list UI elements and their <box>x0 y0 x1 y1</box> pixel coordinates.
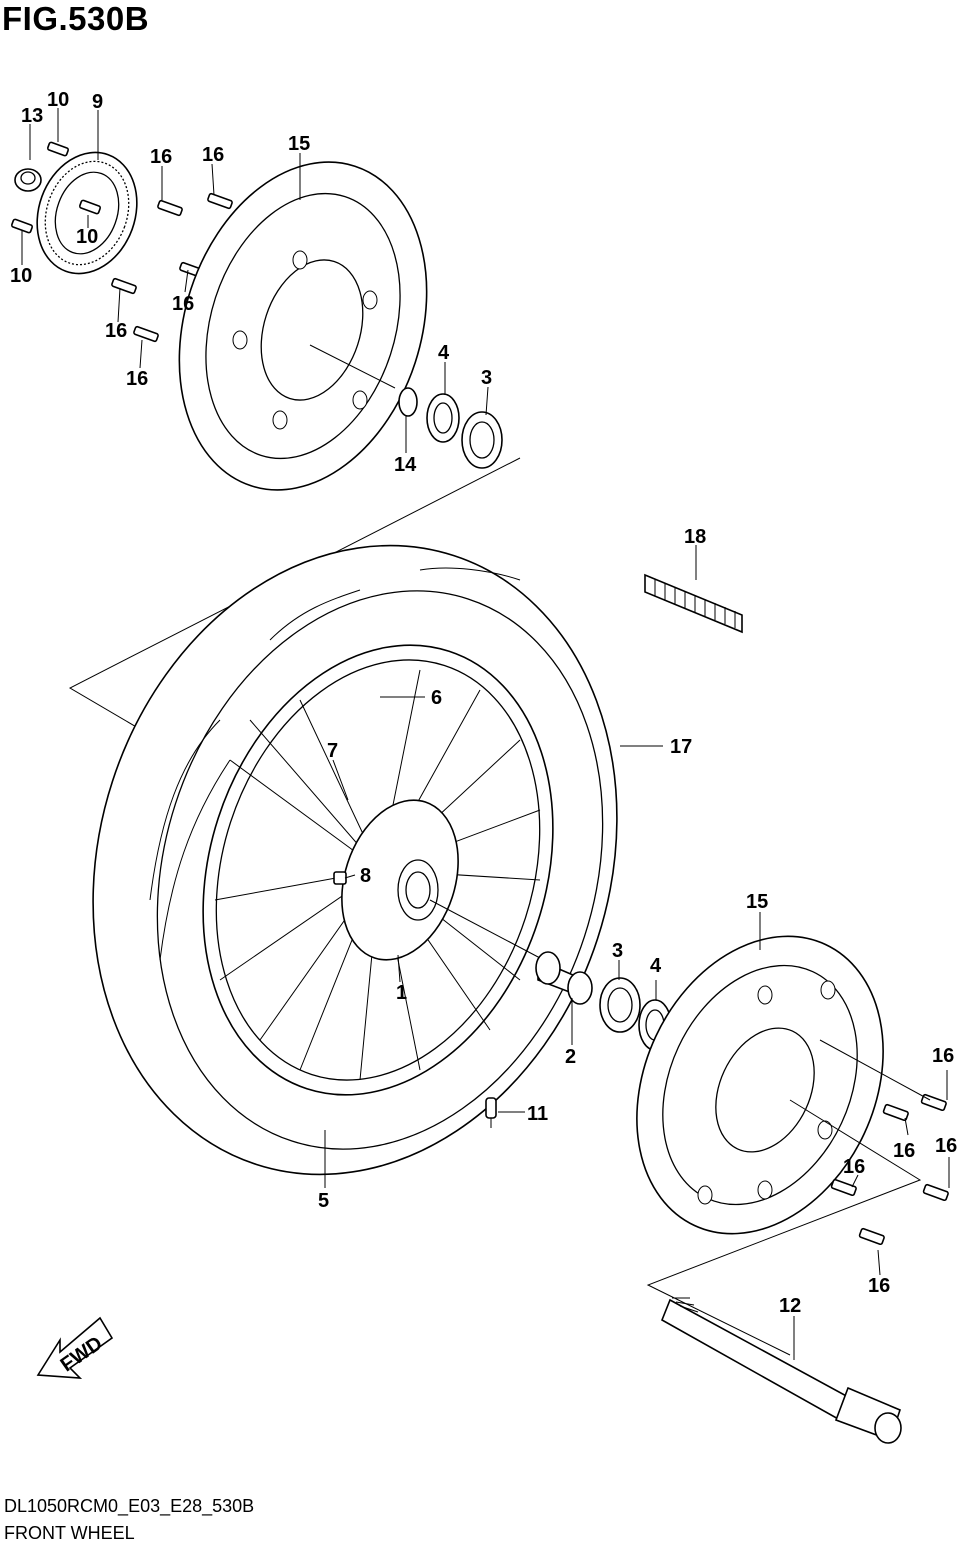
spacer <box>535 951 593 1005</box>
callout-16: 16 <box>893 1140 915 1162</box>
callout-10: 10 <box>10 265 32 287</box>
abs-sensor-ring <box>36 151 138 275</box>
callout-11: 11 <box>527 1103 548 1125</box>
forward-direction-arrow: FWD <box>36 1316 114 1379</box>
callout-7: 7 <box>327 740 338 762</box>
diagram-code: DL1050RCM0_E03_E28_530B <box>4 1496 255 1516</box>
nut <box>14 168 42 192</box>
callout-1: 1 <box>396 982 407 1004</box>
callout-16: 16 <box>172 293 194 315</box>
ring-bolts <box>10 141 102 234</box>
callout-4: 4 <box>438 342 450 364</box>
callout-9: 9 <box>92 91 103 113</box>
callout-3: 3 <box>612 940 623 962</box>
spokes <box>214 669 541 1081</box>
lower-brake-disc <box>636 935 884 1235</box>
valve <box>485 1097 497 1128</box>
callout-13: 13 <box>21 105 43 127</box>
callout-18: 18 <box>684 526 706 548</box>
callout-16: 16 <box>126 368 148 390</box>
callout-10: 10 <box>47 89 69 111</box>
wheel-hub <box>341 799 459 961</box>
callout-14: 14 <box>394 454 417 476</box>
balance-weights <box>644 573 743 634</box>
upper-dust-seal <box>426 393 460 443</box>
callout-16: 16 <box>935 1135 957 1157</box>
diagram-name: FRONT WHEEL <box>4 1523 135 1543</box>
callout-10: 10 <box>76 226 98 248</box>
callout-8: 8 <box>360 865 371 887</box>
front-axle <box>660 1297 902 1444</box>
lower-bearing <box>599 977 641 1033</box>
callout-labels: 13 10 9 10 10 16 16 16 16 16 15 4 3 14 1… <box>10 89 957 1317</box>
upper-spacer <box>398 387 418 417</box>
nipple <box>333 871 347 885</box>
callout-15: 15 <box>288 133 310 155</box>
callout-16: 16 <box>932 1045 954 1067</box>
callout-16: 16 <box>150 146 172 168</box>
callout-3: 3 <box>481 367 492 389</box>
callout-17: 17 <box>670 736 692 758</box>
callout-2: 2 <box>565 1046 576 1068</box>
upper-brake-disc <box>178 161 428 491</box>
callout-16: 16 <box>868 1275 890 1297</box>
callout-16: 16 <box>202 144 224 166</box>
callout-4: 4 <box>650 955 662 977</box>
callout-16: 16 <box>843 1156 865 1178</box>
upper-bearing <box>461 411 503 469</box>
callout-16: 16 <box>105 320 127 342</box>
figure-title: FIG.530B <box>2 0 150 37</box>
callout-5: 5 <box>318 1190 329 1212</box>
callout-12: 12 <box>779 1295 801 1317</box>
leader-lines <box>21 108 950 1360</box>
callout-6: 6 <box>431 687 442 709</box>
callout-15: 15 <box>746 891 768 913</box>
